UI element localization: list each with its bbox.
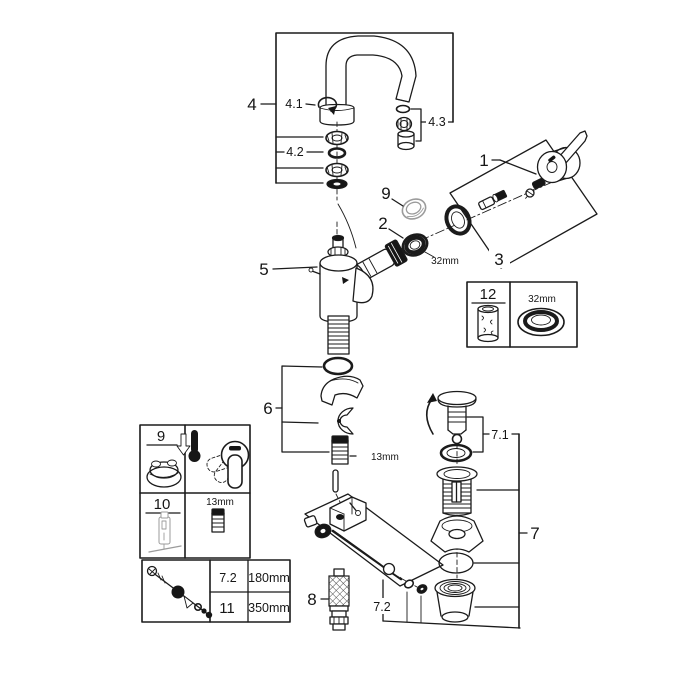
inset-box-12 [466,281,578,348]
callout-8-label: 8 [307,590,316,609]
stud-size-label: 13mm [371,452,399,463]
cold-water-icon [176,430,201,462]
handle-screws [478,177,546,211]
rod-ball [382,562,396,576]
callout-9-label: 9 [381,184,390,203]
spout-seal-stack [325,121,349,201]
link-rod [332,469,339,493]
callout-7-1-label: 7.1 [491,428,508,442]
faucet-body [272,221,374,376]
callout-5-label: 5 [259,260,268,279]
drain-set [425,390,528,629]
body-outlet [352,267,374,304]
dowel-part [477,304,499,343]
callout-4-3-label: 4.3 [428,115,445,129]
callout-4-label: 4 [247,95,256,114]
callout-2-label: 2 [378,214,387,233]
ring-32mm [401,233,429,257]
callout-4-1-label: 4.1 [285,97,302,111]
callout-7-2-label: 7.2 [373,600,390,614]
group-3-frame [449,139,598,269]
inset-12-number: 12 [480,286,497,303]
mounting-stud [331,435,349,465]
callout-4-2-label: 4.2 [286,145,303,159]
inset-parts-box [139,424,291,623]
lever-rotation-drawing [206,440,250,489]
horseshoe-clamp [337,407,354,435]
bracket-4 [275,32,454,184]
drain-cup [434,578,476,623]
plug-seal [439,443,473,463]
spout-assembly [260,32,454,249]
labels: 4 4.1 4.2 4.3 1 9 2 32mm 3 5 6 13mm 12 3… [154,95,556,617]
fastening-set [275,365,364,505]
handle-explosion-group [353,130,598,282]
spout [325,35,417,109]
seal-32mm [517,307,565,337]
inset-13mm-label: 13mm [206,497,234,508]
handle [536,130,588,184]
pressure-hose [320,568,350,631]
table-11-part: 11 [219,600,235,617]
callout-6-label: 6 [263,399,272,418]
inset-9-number: 9 [157,428,165,445]
drain-clamp [430,515,484,553]
ring-size-label: 32mm [431,256,459,267]
table-72-length: 180mm [248,571,290,585]
pull-rod-drawing [146,565,213,619]
inset-10-number: 10 [154,496,171,513]
escutcheon-ring [444,204,472,236]
tool-stud [211,508,225,533]
cap-drawing [146,459,182,488]
spout-clip [317,96,338,115]
table-11-length: 350mm [248,601,290,615]
group-72-frame [304,493,444,587]
mounting-tool-drawing [148,511,182,553]
inset-12-seal-size: 32mm [528,294,556,305]
popup-plug [425,390,477,445]
rod-set [303,493,521,629]
callout-1-label: 1 [479,151,488,170]
temperature-cap [401,198,427,220]
corner-bracket [329,496,367,532]
drain-o-ring [438,552,474,574]
mounting-saddle [320,375,364,406]
table-72-part: 7.2 [219,571,236,585]
body-shank [327,315,350,355]
base-o-ring [322,356,354,376]
callout-3-label: 3 [494,250,503,269]
drain-flange [436,466,478,517]
aerator-parts [395,104,415,151]
callout-7-label: 7 [530,524,539,543]
